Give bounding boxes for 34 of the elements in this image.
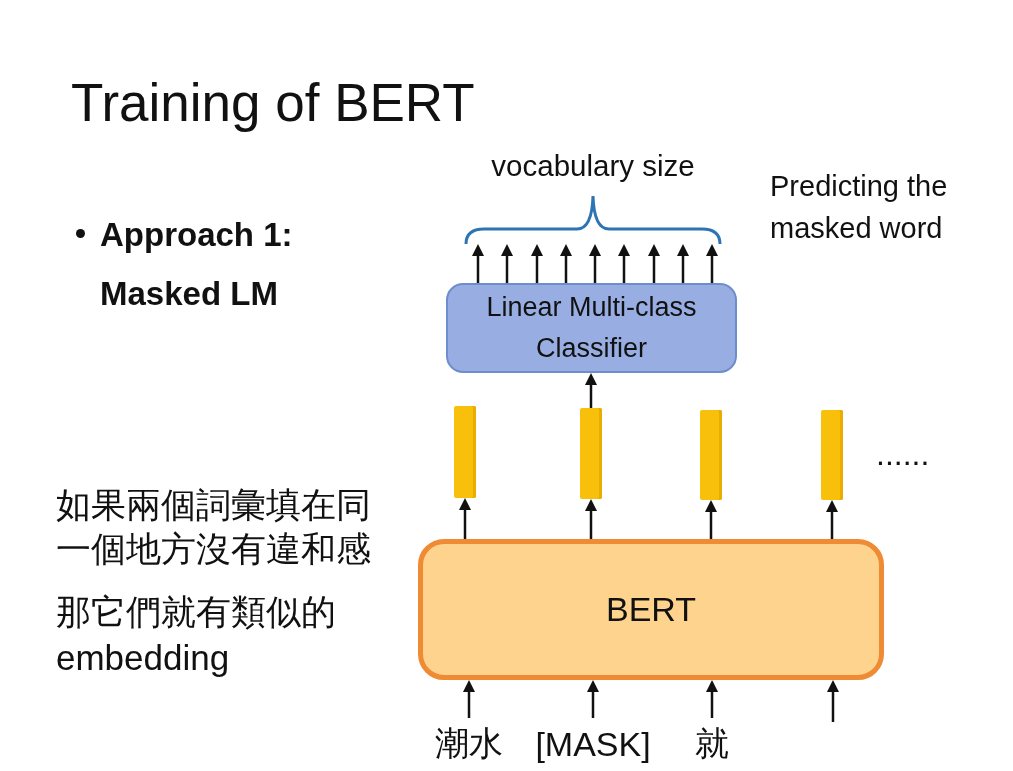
arrow [459, 498, 471, 539]
input-token: 潮水 [424, 718, 514, 770]
arrow [585, 373, 597, 408]
title: Training of BERT [71, 72, 475, 134]
arrow [827, 680, 839, 722]
arrow [618, 244, 630, 283]
note-text: 如果兩個詞彙填在同一個地方沒有違和感 [56, 484, 372, 570]
arrow [501, 244, 513, 283]
arrow [705, 500, 717, 539]
bullet-text: Approach 1: Masked LM [100, 215, 294, 314]
vector-bar [821, 410, 843, 500]
vector-bar [700, 410, 722, 500]
note-text: 那它們就有類似的 embedding [56, 591, 337, 679]
ellipsis: ...... [876, 436, 931, 473]
input-token: [MASK] [523, 718, 663, 770]
annotation-text: Predicting the masked word [770, 169, 949, 246]
arrow [463, 680, 475, 718]
arrow [472, 244, 484, 283]
arrow [826, 500, 838, 539]
arrow [560, 244, 572, 283]
arrow [648, 244, 660, 283]
arrow [587, 680, 599, 718]
input-token: 就 [677, 718, 747, 770]
vector-bar [580, 408, 602, 499]
classifier-box: Linear Multi-class Classifier [446, 283, 737, 373]
curly-brace: vocabulary size [464, 146, 722, 244]
arrow [531, 244, 543, 283]
arrow [706, 244, 718, 283]
arrow [589, 244, 601, 283]
arrow [585, 499, 597, 539]
arrow [706, 680, 718, 718]
model-box: BERT [418, 539, 884, 680]
vector-bar [454, 406, 476, 498]
arrow [677, 244, 689, 283]
